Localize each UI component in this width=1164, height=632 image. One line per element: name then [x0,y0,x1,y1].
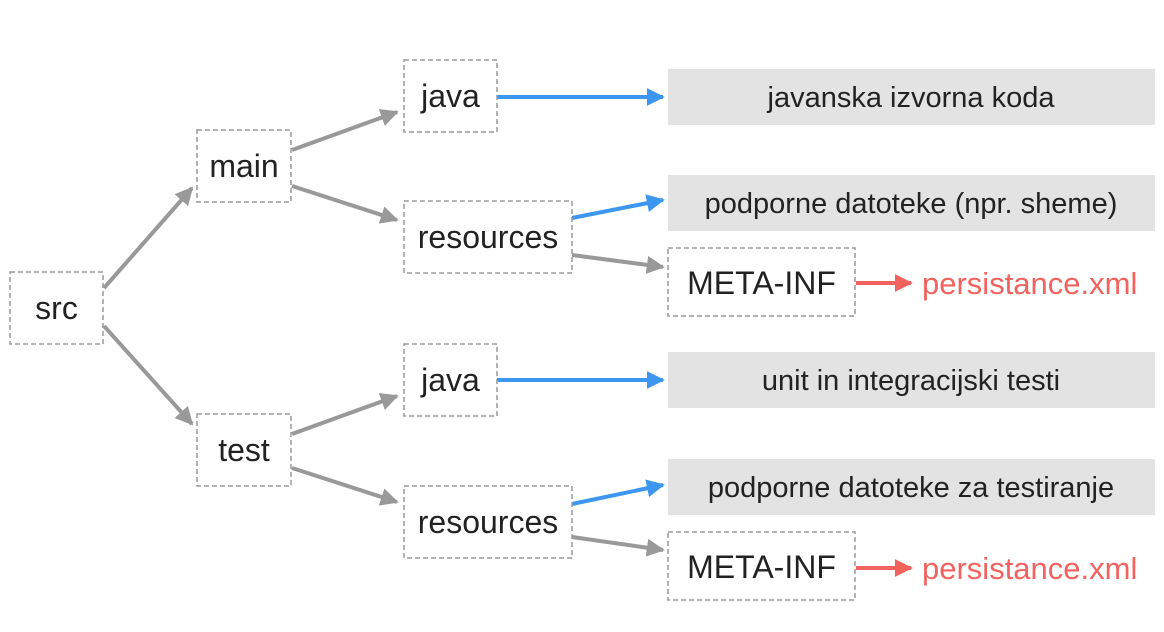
connector-src-test [102,324,194,426]
connector-src-main [102,186,194,290]
desc-main-java: javanska izvorna koda [668,69,1155,125]
connector-main-resources [291,184,399,224]
desc-main-resources: podporne datoteke (npr. sheme) [668,175,1155,231]
node-src: src [9,271,104,345]
desc-test-resources: podporne datoteke za testiranje [668,459,1155,515]
file-test-persistance-xml: persistance.xml [922,551,1137,586]
node-src-label: src [35,290,78,326]
connector-main-java [291,109,399,152]
node-main-label: main [209,148,278,184]
node-main: main [196,129,292,203]
connector-test-resources [291,466,399,506]
node-test-java: java [403,343,498,417]
node-test-label: test [218,432,270,468]
node-test: test [196,413,292,487]
desc-main-resources-text: podporne datoteke (npr. sheme) [705,188,1118,220]
node-main-metainf-label: META-INF [687,265,836,301]
connector-test-resources-desc [571,479,665,506]
node-test-resources: resources [403,485,573,559]
node-main-java: java [403,59,498,133]
node-main-resources-label: resources [418,219,559,255]
node-test-java-label: java [420,362,480,398]
desc-test-resources-text: podporne datoteke za testiranje [708,472,1114,504]
desc-test-java: unit in integracijski testi [668,352,1155,408]
connector-main-resources-desc [571,194,665,220]
connector-main-resources-metainf [571,253,665,274]
connector-test-java [291,393,399,436]
node-main-metainf: META-INF [667,247,856,317]
node-test-resources-label: resources [418,504,559,540]
node-test-metainf: META-INF [667,531,856,601]
connector-test-resources-metainf [571,535,665,557]
desc-test-java-text: unit in integracijski testi [762,365,1060,397]
node-test-metainf-label: META-INF [687,549,836,585]
file-main-persistance-xml: persistance.xml [922,266,1137,301]
node-main-resources: resources [403,200,573,274]
node-main-java-label: java [420,78,480,114]
desc-main-java-text: javanska izvorna koda [767,82,1056,114]
